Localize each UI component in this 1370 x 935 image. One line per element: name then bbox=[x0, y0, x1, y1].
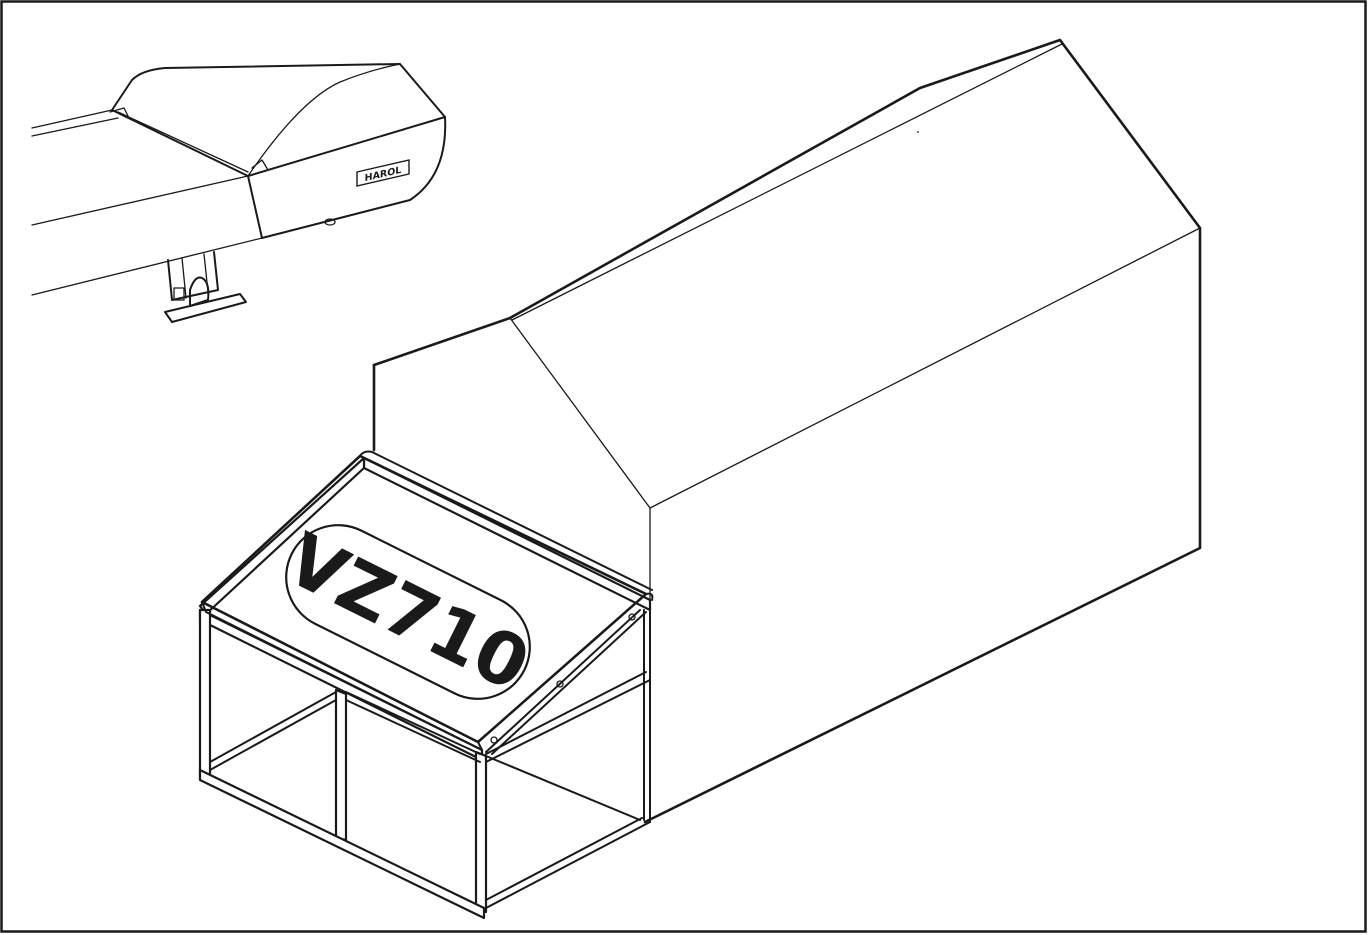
strut-pivot-2 bbox=[628, 613, 636, 621]
cover-curve bbox=[247, 63, 401, 177]
strut-pivot-3 bbox=[490, 736, 498, 744]
strut-pivot bbox=[556, 680, 564, 688]
lid-back-edge bbox=[371, 451, 653, 591]
lid-support-strut bbox=[485, 609, 647, 755]
hinge-detail-2 bbox=[109, 107, 129, 117]
housing-cover bbox=[111, 63, 446, 177]
greenhouse-outline bbox=[372, 38, 1202, 824]
arm-bottom-edge bbox=[31, 237, 263, 296]
frame-front-mid-post bbox=[334, 688, 348, 842]
roof-ridge-front bbox=[509, 317, 651, 509]
housing-front bbox=[247, 116, 447, 239]
bracket-nut bbox=[173, 287, 185, 301]
hinge-detail bbox=[251, 159, 269, 171]
bracket-clamp bbox=[189, 276, 210, 307]
frame-front-right-post bbox=[474, 750, 488, 914]
arm-top-edge bbox=[31, 109, 113, 129]
speck bbox=[917, 131, 919, 133]
bracket-body bbox=[167, 251, 219, 301]
lid-back-roll bbox=[359, 450, 373, 457]
lid-back-roll-2 bbox=[645, 592, 654, 601]
lid-front-lip bbox=[201, 601, 483, 751]
frame-front-bottom-bar bbox=[198, 768, 486, 920]
arm-mid-edge bbox=[31, 175, 249, 226]
label-outline bbox=[285, 524, 531, 700]
harol-logo: HAROL bbox=[356, 159, 410, 187]
frame-right-top-diag bbox=[485, 671, 651, 763]
bracket-ribs bbox=[181, 253, 209, 299]
roof-peak-line bbox=[511, 43, 1063, 321]
eave-line bbox=[649, 227, 1201, 509]
arm-top-edge-2 bbox=[31, 117, 119, 137]
frame-inner-left-bottom bbox=[209, 691, 337, 771]
bolt bbox=[324, 218, 336, 226]
model-label-text: VZ710 bbox=[274, 517, 543, 707]
frame-inner-mid bbox=[345, 691, 481, 763]
motor-unit-inset: HAROL bbox=[31, 63, 447, 323]
logo-text: HAROL bbox=[365, 165, 402, 184]
greenhouse-silhouette bbox=[372, 38, 1202, 824]
cover-ridge bbox=[117, 111, 249, 173]
frame-right-bottom-bar bbox=[485, 817, 651, 909]
frame-front-left-post bbox=[198, 608, 212, 780]
vz710-frame bbox=[198, 456, 652, 920]
bracket-base bbox=[164, 293, 247, 323]
frame-floor-line bbox=[485, 755, 641, 821]
